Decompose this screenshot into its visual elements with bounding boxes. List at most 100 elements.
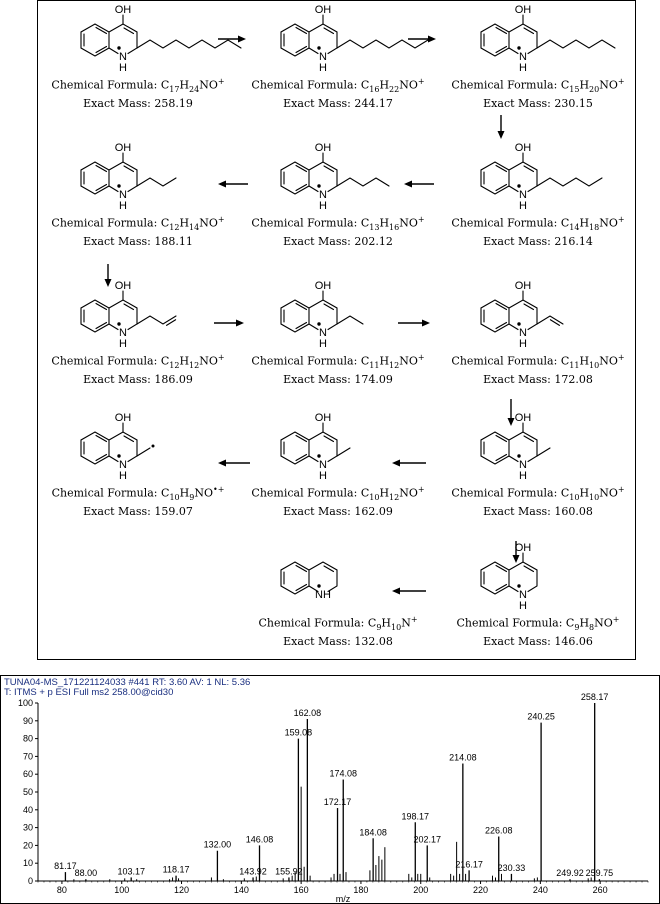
- hydroxyl-label: OH: [115, 4, 132, 16]
- y-tick-label: 70: [23, 751, 33, 761]
- chemical-formula: Chemical Formula: C15H20NO+: [451, 77, 625, 94]
- exact-mass: Exact Mass: 244.17: [283, 96, 393, 110]
- exact-mass: Exact Mass: 159.07: [83, 504, 193, 518]
- nitrogen-label: N: [519, 459, 527, 471]
- nitrogen-label: N: [319, 189, 327, 201]
- x-axis-label: m/z: [336, 894, 351, 903]
- hydroxyl-label: OH: [115, 280, 132, 292]
- hydrogen-label: H: [519, 62, 527, 74]
- peak-label: 118.17: [163, 865, 190, 875]
- arrow-c3-c6: [497, 115, 505, 139]
- peak-label: 184.08: [359, 827, 387, 837]
- y-tick-label: 30: [23, 823, 33, 833]
- nitrogen-label: NH: [315, 589, 331, 601]
- structure-drawing: OH NH: [480, 142, 603, 212]
- y-tick-label: 80: [23, 734, 33, 744]
- chemical-formula: Chemical Formula: C13H16NO+: [251, 215, 425, 232]
- nitrogen-label: N: [519, 189, 527, 201]
- hydrogen-label: H: [119, 62, 127, 74]
- hydroxyl-label: OH: [315, 4, 332, 16]
- peak-label: 159.08: [285, 728, 313, 738]
- mass-spectrum-panel: TUNA04-MS_171221124033 #441 RT: 3.60 AV:…: [0, 675, 660, 904]
- x-tick-label: 140: [234, 885, 249, 895]
- x-tick-label: 240: [533, 885, 548, 895]
- peak-label: 259.75: [586, 868, 614, 878]
- structure-drawing: NH: [280, 561, 338, 601]
- nitrogen-label: N: [119, 189, 127, 201]
- chemical-formula: Chemical Formula: C10H9NO•+: [51, 485, 225, 502]
- peak-label: 258.17: [581, 692, 609, 702]
- nitrogen-label: N: [119, 327, 127, 339]
- nitrogen-label: N: [519, 589, 527, 601]
- radical-dot: [517, 46, 521, 50]
- chemical-formula: Chemical Formula: C12H14NO+: [51, 215, 225, 232]
- hydroxyl-label: OH: [515, 412, 532, 424]
- radical-dot: [317, 184, 321, 188]
- hydrogen-label: H: [519, 338, 527, 350]
- hydrogen-label: H: [119, 470, 127, 482]
- chemical-formula: Chemical Formula: C9H10N+: [258, 615, 418, 632]
- hydroxyl-label: OH: [315, 412, 332, 424]
- x-tick-label: 120: [174, 885, 189, 895]
- x-tick-label: 220: [473, 885, 488, 895]
- radical-dot: [517, 184, 521, 188]
- structure-drawing: OH NH: [480, 412, 551, 482]
- hydrogen-label: H: [519, 200, 527, 212]
- compound-13: NH Chemical Formula: C9H10N+ Exact Mass: 1…: [238, 541, 438, 649]
- nitrogen-label: N: [119, 459, 127, 471]
- radical-dot: [117, 184, 121, 188]
- terminal-radical-dot: [151, 444, 155, 448]
- structure-drawing: OH NH: [80, 280, 177, 350]
- x-tick-label: 260: [593, 885, 608, 895]
- radical-dot: [117, 454, 121, 458]
- peak-label: 198.17: [402, 811, 430, 821]
- peak-label: 216.17: [455, 859, 483, 869]
- exact-mass: Exact Mass: 132.08: [283, 634, 393, 648]
- nitrogen-label: N: [119, 51, 127, 63]
- exact-mass: Exact Mass: 230.15: [483, 96, 593, 110]
- exact-mass: Exact Mass: 202.12: [283, 234, 393, 248]
- hydroxyl-label: OH: [515, 142, 532, 154]
- hydroxyl-label: OH: [515, 280, 532, 292]
- exact-mass: Exact Mass: 186.09: [83, 372, 193, 386]
- hydrogen-label: H: [119, 338, 127, 350]
- y-tick-label: 100: [18, 698, 33, 708]
- x-tick-label: 200: [413, 885, 428, 895]
- nitrogen-label: N: [319, 327, 327, 339]
- radical-dot: [317, 584, 321, 588]
- chemical-formula: Chemical Formula: C9H8NO+: [456, 615, 620, 632]
- x-tick-label: 180: [353, 885, 368, 895]
- y-tick-label: 90: [23, 716, 33, 726]
- hydrogen-label: H: [319, 200, 327, 212]
- peak-label: 81.17: [54, 861, 77, 871]
- peak-label: 240.25: [527, 712, 555, 722]
- nitrogen-label: N: [319, 51, 327, 63]
- nitrogen-label: N: [519, 51, 527, 63]
- peak-label: 146.08: [246, 834, 274, 844]
- exact-mass: Exact Mass: 188.11: [83, 234, 193, 248]
- peak-label: 226.08: [485, 826, 513, 836]
- peak-label: 155.92: [275, 866, 303, 876]
- hydrogen-label: H: [519, 470, 527, 482]
- x-tick-label: 100: [114, 885, 129, 895]
- peak-label: 202.17: [413, 834, 441, 844]
- chemical-formula: Chemical Formula: C14H18NO+: [451, 215, 625, 232]
- y-tick-label: 0: [28, 876, 33, 886]
